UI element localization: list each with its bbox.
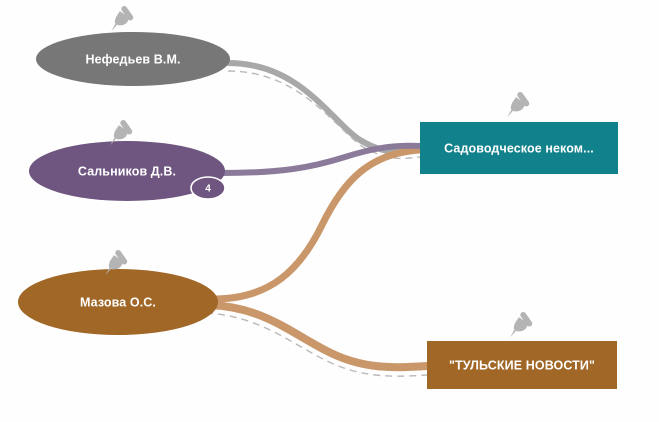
edges-layer bbox=[205, 60, 431, 377]
pushpin-icon-nefedev[interactable] bbox=[111, 5, 134, 32]
edge-salnikov-sadovodcheskoe[interactable] bbox=[219, 142, 423, 176]
node-mazova-shape[interactable] bbox=[18, 269, 218, 335]
edge-dash-gray bbox=[227, 70, 421, 160]
node-tulskie-novosti[interactable]: "ТУЛЬСКИЕ НОВОСТИ" bbox=[427, 341, 617, 389]
edge-line-brown-up bbox=[210, 146, 424, 303]
edge-mazova-tulskie[interactable] bbox=[205, 301, 431, 377]
edge-line-purple bbox=[219, 142, 423, 176]
node-sadovodcheskoe[interactable]: Садоводческое неком... bbox=[420, 122, 618, 174]
node-salnikov-shape[interactable] bbox=[29, 141, 225, 201]
badge-background[interactable] bbox=[190, 176, 226, 200]
nodes-layer: Нефедьев В.М. Сальников Д.В. 4 Мазова О.… bbox=[18, 32, 618, 389]
node-salnikov[interactable]: Сальников Д.В. 4 bbox=[29, 141, 226, 201]
node-salnikov-badge[interactable]: 4 bbox=[190, 176, 226, 200]
node-tulskie-novosti-shape[interactable] bbox=[427, 341, 617, 389]
pushpin-icon-sadovodcheskoe[interactable] bbox=[507, 91, 530, 118]
node-sadovodcheskoe-shape[interactable] bbox=[420, 122, 618, 174]
node-nefedev[interactable]: Нефедьев В.М. bbox=[36, 32, 230, 86]
edge-line-brown-down bbox=[206, 301, 431, 372]
node-nefedev-shape[interactable] bbox=[36, 32, 230, 86]
edge-line-gray bbox=[225, 60, 423, 155]
pushpin-icon-tulskie-novosti[interactable] bbox=[510, 311, 533, 338]
edge-dash-brown bbox=[205, 312, 428, 377]
edge-mazova-sadovodcheskoe[interactable] bbox=[210, 146, 424, 303]
node-mazova[interactable]: Мазова О.С. bbox=[18, 269, 218, 335]
